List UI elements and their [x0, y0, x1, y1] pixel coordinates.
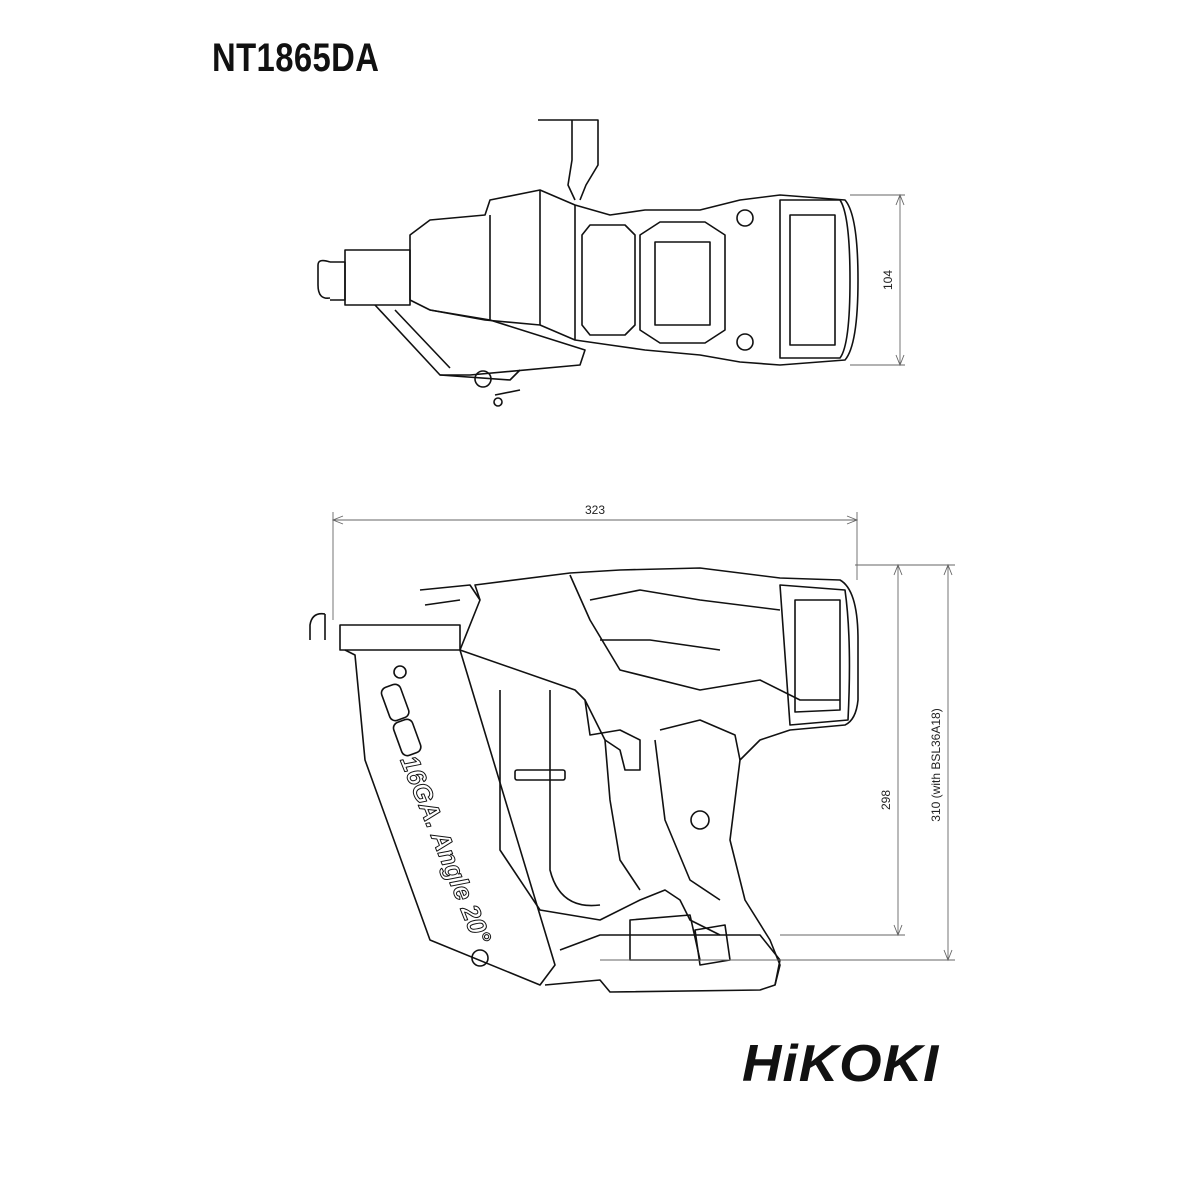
model-title: NT1865DA	[212, 36, 380, 80]
dimension-height-label: 298	[879, 790, 893, 810]
dimension-lines	[331, 193, 955, 962]
top-view-drawing	[317, 119, 859, 407]
dimension-width-label: 104	[881, 270, 895, 290]
tool-lettering: 16GA. Angle 20°	[394, 751, 497, 948]
dimension-length-label: 323	[585, 503, 605, 517]
dimension-height-battery-label: 310 (with BSL36A18)	[929, 708, 943, 821]
side-view-drawing	[309, 567, 859, 993]
hikoki-logo: HiKOKI	[742, 1035, 940, 1093]
